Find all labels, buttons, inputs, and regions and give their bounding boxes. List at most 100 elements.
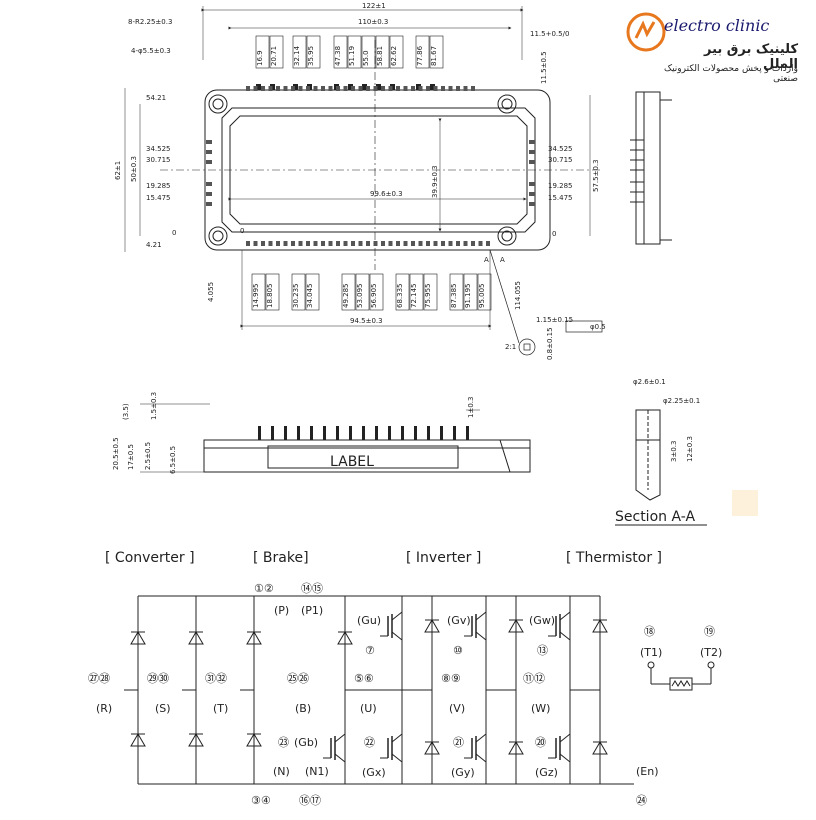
pin-pad — [366, 241, 370, 246]
dim-pin-span: 94.5±0.3 — [350, 317, 383, 325]
pin-pad — [321, 241, 325, 246]
dim-right-2: 30.715 — [548, 156, 573, 164]
diode — [246, 631, 262, 645]
pin-x-label: 91.195 — [464, 284, 472, 309]
thermistor — [647, 661, 715, 691]
front-pin — [297, 426, 300, 440]
schematic-wiring — [124, 595, 634, 785]
pin-gx: ㉒ — [364, 736, 375, 749]
pin-pad — [313, 86, 318, 91]
dim-side-4: 17±0.5 — [127, 444, 135, 470]
pin-x-label: 53.095 — [356, 284, 364, 309]
pin-x-label: 34.045 — [306, 284, 314, 309]
pin-pad — [283, 86, 288, 91]
pin-t2: ⑲ — [704, 625, 715, 638]
label-area: LABEL — [330, 454, 374, 470]
pin-dim-box — [347, 35, 362, 69]
diode — [337, 631, 353, 645]
front-pin — [453, 426, 456, 440]
front-pin — [271, 426, 274, 440]
dim-position-tol: φ0.5 — [590, 323, 606, 331]
pin-x-label: 55.0 — [362, 50, 370, 66]
pin-dim-box — [375, 35, 390, 69]
pin-pad — [418, 86, 423, 91]
pin-dim-box — [306, 35, 321, 69]
pin-dim-box — [449, 273, 464, 311]
front-pin — [375, 426, 378, 440]
label-u: (U) — [360, 702, 377, 715]
label-en: (En) — [636, 765, 659, 778]
pin-pad — [246, 241, 250, 246]
pin-pad — [206, 140, 212, 144]
label-t2: (T2) — [700, 646, 722, 659]
pin — [293, 84, 298, 90]
pin-dim-box — [265, 273, 280, 311]
pin-pad — [529, 202, 535, 206]
front-pin — [310, 426, 313, 440]
pin-dim-box — [463, 273, 478, 311]
dim-side-1: (3.5) — [122, 403, 130, 420]
pin-pad — [268, 86, 273, 91]
pin-pad — [373, 241, 378, 246]
pin-gv: ⑩ — [453, 644, 463, 657]
pin-pad — [478, 241, 483, 246]
pin-dim-box — [355, 273, 370, 311]
section-thermistor: [ Thermistor ] — [566, 550, 662, 566]
dim-window-height: 39.9±0.3 — [431, 165, 439, 198]
brand-subtagline: واردات و پخش محصولات الکترونیک صنعتی — [664, 64, 798, 84]
pin-pad — [448, 86, 453, 91]
pin-pad — [366, 86, 370, 91]
side-view-right — [630, 91, 672, 245]
dim-side-6: 6.5±0.5 — [169, 446, 177, 474]
igbt — [548, 611, 571, 641]
label-v: (V) — [449, 702, 465, 715]
pin-pad — [426, 86, 430, 91]
pin-pad — [206, 160, 212, 164]
pin-x-label: 68.335 — [396, 284, 404, 309]
pin-dim-box — [395, 273, 410, 311]
diodes — [130, 619, 608, 755]
section-dim-3: 3±0.3 — [670, 441, 678, 462]
igbt — [464, 611, 487, 641]
section-converter: [ Converter ] — [105, 550, 195, 566]
pin-dim-box — [333, 35, 348, 69]
pin-x-label: 35.95 — [307, 46, 315, 66]
brand-name: electro clinic — [664, 16, 770, 35]
pin-pad — [206, 202, 212, 206]
pin-gw: ⑬ — [537, 644, 548, 657]
pin-gz: ⑳ — [535, 736, 546, 749]
front-pin — [427, 426, 430, 440]
dim-hole-height: 50±0.3 — [130, 156, 138, 182]
pin-pad — [306, 86, 310, 91]
pin — [430, 84, 435, 90]
pin-dim-box — [292, 35, 307, 69]
top-view — [124, 6, 600, 330]
pin-dim-box — [477, 273, 492, 311]
side-pin-rows — [206, 140, 535, 206]
dim-right-1: 34.525 — [548, 145, 573, 153]
pin-pad — [268, 241, 273, 246]
pin-pad — [486, 241, 490, 246]
pin-pad — [373, 86, 378, 91]
front-pin — [414, 426, 417, 440]
dim-overall-width: 122±1 — [362, 2, 386, 10]
pin-pad — [448, 241, 453, 246]
dim-left-zero: 0 — [172, 229, 176, 237]
pin-x-label: 20.71 — [270, 46, 278, 66]
pin-en: ㉔ — [636, 794, 647, 807]
pin-pad — [343, 241, 348, 246]
pin-pad — [411, 86, 415, 91]
pin-pad — [388, 86, 393, 91]
label-gu: (Gu) — [357, 614, 381, 627]
dim-radius: 8-R2.25±0.3 — [128, 18, 172, 26]
pin-dim-box — [423, 273, 438, 311]
label-gv: (Gv) — [447, 614, 471, 627]
pin — [348, 84, 353, 90]
pin-pad — [206, 182, 212, 186]
pin-pad — [351, 86, 355, 91]
pin-pad — [403, 86, 408, 91]
dim-right-zero: 0 — [552, 230, 556, 238]
diode — [592, 619, 608, 633]
label-n: (N) — [273, 765, 290, 778]
dim-right-3: 19.285 — [548, 182, 573, 190]
